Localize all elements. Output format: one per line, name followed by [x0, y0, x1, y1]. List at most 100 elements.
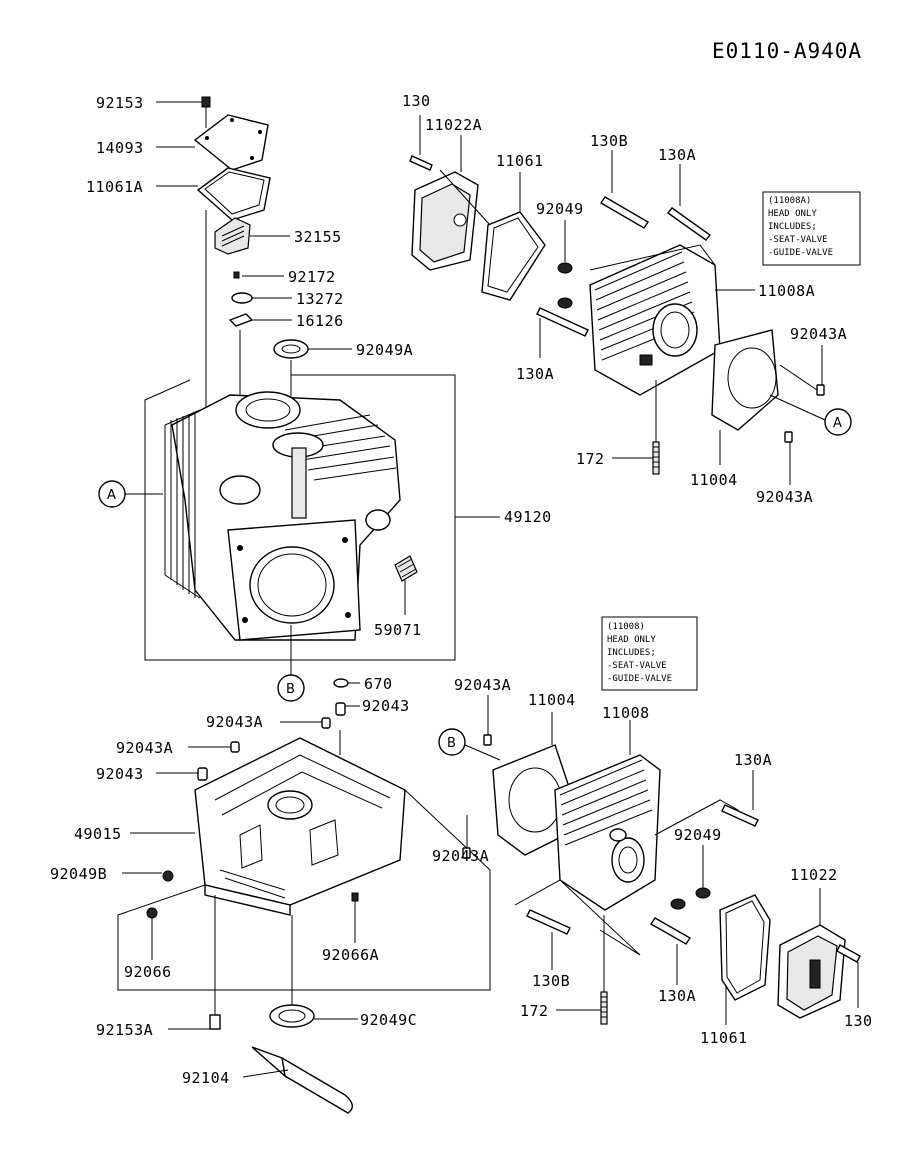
label-14093: 14093 — [96, 139, 144, 157]
cover-gasket-11061-b — [719, 894, 771, 1025]
rocker-cover-11022A — [411, 135, 491, 271]
bolt-130-b — [836, 944, 861, 1008]
label-92043A-left: 92043A — [116, 739, 173, 757]
label-92043-top: 92043 — [362, 697, 410, 715]
bolt-130-top — [409, 115, 433, 171]
svg-text:A: A — [833, 416, 842, 431]
label-92049A: 92049A — [356, 341, 413, 359]
svg-text:INCLUDES;: INCLUDES; — [768, 222, 817, 232]
svg-text:-SEAT-VALVE: -SEAT-VALVE — [607, 661, 667, 671]
label-92153: 92153 — [96, 94, 144, 112]
note-box-11008A: (11008A) HEAD ONLY INCLUDES; -SEAT-VALVE… — [762, 191, 861, 266]
label-11008: 11008 — [602, 704, 650, 722]
label-92104: 92104 — [182, 1069, 230, 1087]
rocker-cover-11022 — [777, 888, 846, 1019]
label-92049C: 92049C — [360, 1011, 417, 1029]
label-92043A-top: 92043A — [206, 713, 263, 731]
label-130A-mid: 130A — [516, 365, 554, 383]
label-92043A-b1: 92043A — [454, 676, 511, 694]
head-gasket-11004-top — [711, 329, 779, 465]
label-92049-top: 92049 — [536, 200, 584, 218]
label-130-top: 130 — [402, 92, 431, 110]
dowel-92043A-r1 — [779, 345, 825, 396]
stud-172-b — [556, 915, 608, 1025]
label-11004-b: 11004 — [528, 691, 576, 709]
label-130B-b: 130B — [532, 972, 570, 990]
label-59071: 59071 — [374, 621, 422, 639]
label-92043-left: 92043 — [96, 765, 144, 783]
label-130-b: 130 — [844, 1012, 873, 1030]
svg-text:(11008): (11008) — [607, 622, 645, 632]
svg-text:HEAD ONLY: HEAD ONLY — [768, 209, 817, 219]
svg-text:B: B — [447, 736, 456, 751]
seal-92049-b — [670, 845, 711, 910]
oil-seal-92049C — [269, 915, 358, 1028]
ref-circle-A-right: A — [769, 394, 852, 436]
label-130A-b2: 130A — [658, 987, 696, 1005]
label-13272: 13272 — [296, 290, 344, 308]
label-49015: 49015 — [74, 825, 122, 843]
label-11008A: 11008A — [758, 282, 815, 300]
crankcase-49120 — [164, 391, 401, 641]
plug-670 — [333, 678, 360, 688]
note-box-11008: (11008) HEAD ONLY INCLUDES; -SEAT-VALVE … — [601, 616, 698, 691]
sealant-tube-92104 — [242, 1046, 353, 1114]
svg-text:INCLUDES;: INCLUDES; — [607, 648, 656, 658]
label-130B-top: 130B — [590, 132, 628, 150]
svg-text:HEAD ONLY: HEAD ONLY — [607, 635, 656, 645]
label-11061A: 11061A — [86, 178, 143, 196]
bolt-130A-mid — [536, 307, 589, 358]
label-16126: 16126 — [296, 312, 344, 330]
label-92066: 92066 — [124, 963, 172, 981]
label-11061-top: 11061 — [496, 152, 544, 170]
label-92049-b: 92049 — [674, 826, 722, 844]
ref-circle-A-left: A — [98, 480, 163, 508]
bolt-92153 — [156, 96, 211, 128]
seal-92049B — [122, 870, 174, 882]
reed-valve-32155 — [214, 217, 290, 255]
cylinder-head-11008A — [589, 244, 755, 396]
svg-text:-GUIDE-VALVE: -GUIDE-VALVE — [768, 248, 833, 258]
label-92153A: 92153A — [96, 1021, 153, 1039]
label-92172: 92172 — [288, 268, 336, 286]
ref-circle-B-right: B — [438, 728, 501, 761]
seal-92049-top — [557, 220, 573, 309]
svg-text:-GUIDE-VALVE: -GUIDE-VALVE — [607, 674, 672, 684]
label-92043A-b2: 92043A — [432, 847, 489, 865]
stud-172-top — [612, 380, 660, 475]
label-92049B: 92049B — [50, 865, 107, 883]
svg-text:-SEAT-VALVE: -SEAT-VALVE — [768, 235, 828, 245]
diagram-code: E0110-A940A — [712, 39, 862, 63]
plug-92066A — [351, 892, 359, 943]
crankcase-cover-49015 — [130, 737, 406, 916]
label-11022: 11022 — [790, 866, 838, 884]
plate-13272 — [231, 292, 292, 304]
bolt-92153A — [168, 895, 221, 1030]
breather-cover-14093 — [156, 114, 269, 171]
label-11004-top: 11004 — [690, 471, 738, 489]
plug-59071 — [394, 555, 418, 615]
label-92043A-r2: 92043A — [756, 488, 813, 506]
ref-circle-B-left: B — [277, 625, 305, 702]
label-92066A: 92066A — [322, 946, 379, 964]
label-172-top: 172 — [576, 450, 605, 468]
screw-92172 — [233, 271, 284, 279]
label-172-b: 172 — [520, 1002, 549, 1020]
dowel-pins — [156, 702, 360, 781]
dowel-92043A-b1 — [483, 695, 492, 746]
washer-92066 — [146, 907, 158, 960]
cover-gasket-11061-top — [481, 172, 546, 301]
breather-gasket-11061A — [156, 167, 271, 221]
dowel-92043A-b2 — [462, 815, 471, 859]
label-11022A: 11022A — [425, 116, 482, 134]
label-11061-b: 11061 — [700, 1029, 748, 1047]
oil-seal-92049A — [273, 339, 352, 359]
bolt-130B-b — [526, 909, 571, 970]
svg-text:B: B — [286, 682, 295, 697]
label-130A-top: 130A — [658, 146, 696, 164]
label-130A-b1: 130A — [734, 751, 772, 769]
svg-text:(11008A): (11008A) — [768, 196, 811, 206]
bolt-130A-b1 — [721, 770, 759, 827]
label-49120: 49120 — [504, 508, 552, 526]
stopper-16126 — [228, 313, 292, 327]
